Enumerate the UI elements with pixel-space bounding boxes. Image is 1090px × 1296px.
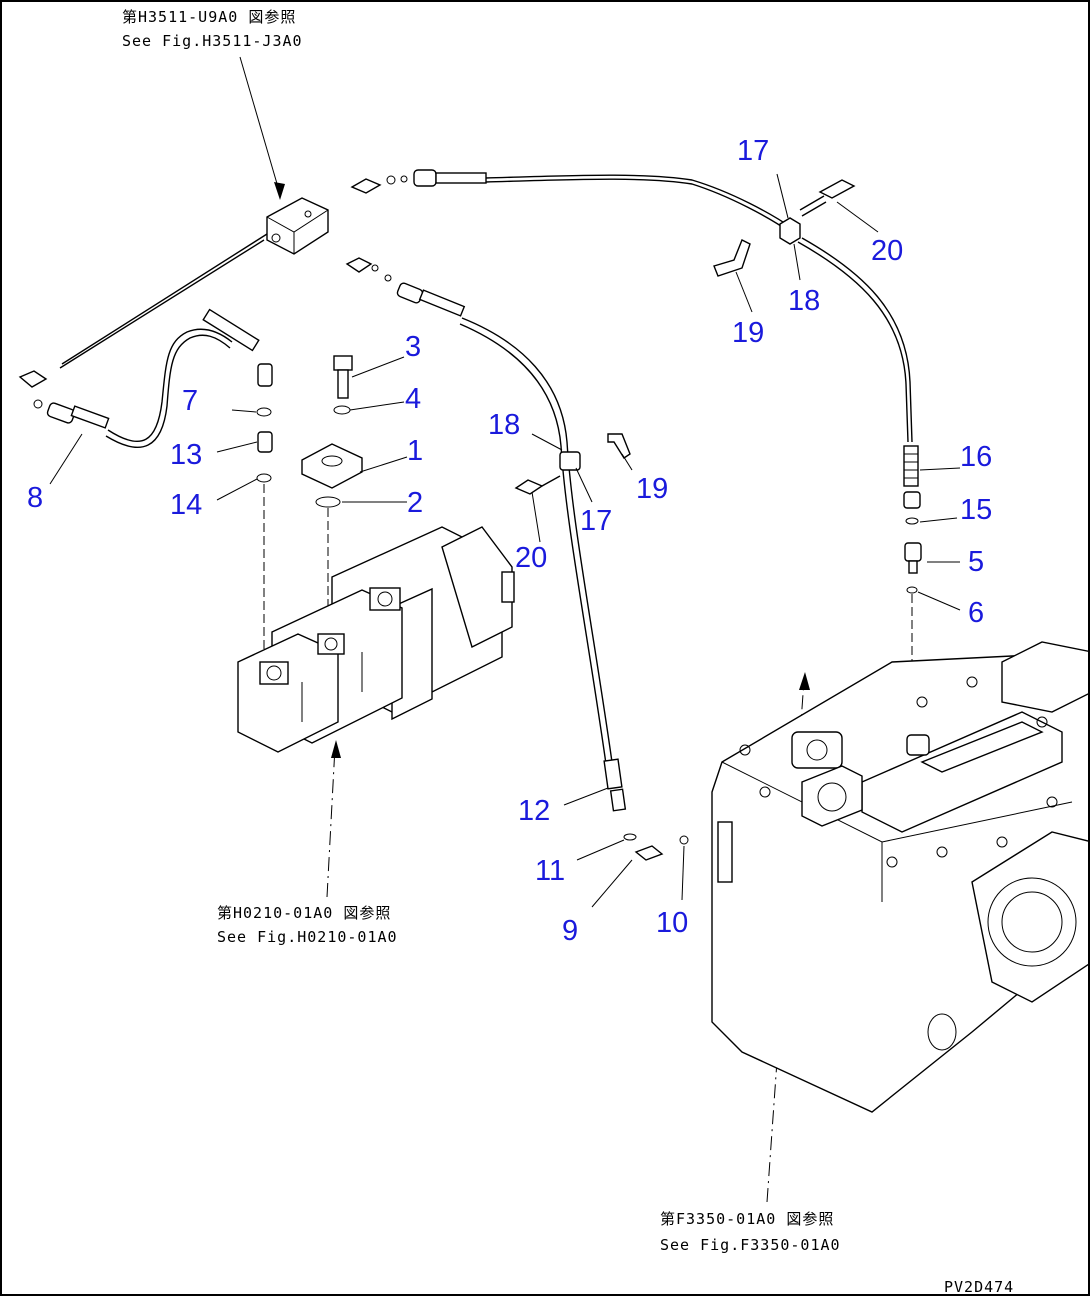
callout-10: 10 xyxy=(656,907,688,939)
transmission-case xyxy=(711,641,1088,1113)
flange-parts xyxy=(301,355,363,642)
callout-4: 4 xyxy=(405,383,421,415)
callout-19-right: 19 xyxy=(732,317,764,349)
callout-13: 13 xyxy=(170,439,202,471)
leader-lines xyxy=(49,173,961,908)
callout-9: 9 xyxy=(562,915,578,947)
callout-12: 12 xyxy=(518,795,550,827)
drawing-id: PV2D474 xyxy=(944,1278,1014,1296)
callout-15: 15 xyxy=(960,494,992,526)
ref-top-line2: See Fig.H3511-J3A0 xyxy=(122,32,303,50)
pump-assembly xyxy=(237,526,515,753)
manifold-block xyxy=(266,197,329,255)
ref-case-line1: 第F3350-01A0 図参照 xyxy=(660,1210,834,1228)
callout-17-middle: 17 xyxy=(580,505,612,537)
callout-20-right: 20 xyxy=(871,235,903,267)
callout-14: 14 xyxy=(170,489,202,521)
callout-7: 7 xyxy=(182,385,198,417)
callout-17-right: 17 xyxy=(737,135,769,167)
ref-case-line2: See Fig.F3350-01A0 xyxy=(660,1236,841,1254)
callout-1: 1 xyxy=(407,435,423,467)
callout-5: 5 xyxy=(968,546,984,578)
ref-pump-line1: 第H0210-01A0 図参照 xyxy=(217,904,391,922)
callout-19-middle: 19 xyxy=(636,473,668,505)
clamp-middle xyxy=(514,433,631,495)
callout-16: 16 xyxy=(960,441,992,473)
callouts: 1 2 3 4 5 6 7 8 9 10 11 12 13 14 15 16 1… xyxy=(27,135,992,947)
callout-2: 2 xyxy=(407,487,423,519)
callout-8: 8 xyxy=(27,482,43,514)
callout-20-middle: 20 xyxy=(515,542,547,574)
callout-18-right: 18 xyxy=(788,285,820,317)
callout-18-middle: 18 xyxy=(488,409,520,441)
callout-3: 3 xyxy=(405,331,421,363)
hose-upper-right xyxy=(350,169,922,734)
clamp-right xyxy=(713,179,856,277)
hose-middle xyxy=(345,257,689,861)
callout-11: 11 xyxy=(535,855,565,887)
hose-left xyxy=(18,233,273,652)
ref-top-line1: 第H3511-U9A0 図参照 xyxy=(122,8,296,26)
ref-pump-line2: See Fig.H0210-01A0 xyxy=(217,928,398,946)
callout-6: 6 xyxy=(968,597,984,629)
